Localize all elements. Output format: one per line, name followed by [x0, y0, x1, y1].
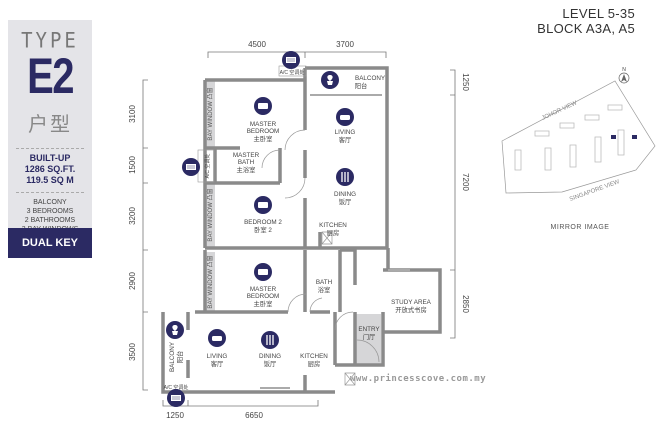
built-up-sqm: 119.5 SQ M	[26, 175, 74, 185]
ac-icon	[282, 51, 300, 69]
dim-right-2: 7200	[461, 173, 470, 191]
feature-item: BALCONY	[33, 199, 67, 206]
room-labels: BALCONY 阳台 MASTER BEDROOM 主卧室 MASTER BAT…	[169, 75, 432, 372]
sofa-icon	[336, 108, 354, 126]
room-label: 阳台	[175, 351, 184, 364]
room-label: DINING	[259, 353, 281, 360]
ac-icon	[167, 389, 185, 407]
dim-bottom-2: 6650	[245, 411, 263, 420]
ac-icon	[182, 158, 200, 176]
divider	[16, 148, 84, 149]
site-key-plan: N JOHOR VIEW SINGAPORE VIEW MIRROR IMAGE	[501, 67, 656, 231]
feature-item: 2 BATHROOMS	[24, 217, 76, 224]
bed-icon	[254, 196, 272, 214]
ac-ledge-label: A/C 空调处	[204, 154, 211, 179]
dim-top-2: 3700	[336, 40, 354, 49]
dim-bottom-1: 1250	[166, 411, 184, 420]
room-label: BEDROOM 2	[244, 219, 282, 226]
dim-left-1: 3100	[128, 105, 137, 123]
north-label: N	[622, 67, 626, 73]
room-label: LIVING	[335, 129, 356, 136]
room-label: 客厅	[339, 135, 352, 144]
room-label: ENTRY	[358, 326, 380, 333]
room-label: KITCHEN	[319, 222, 347, 229]
bed-icon	[254, 263, 272, 281]
sofa-icon	[208, 329, 226, 347]
johor-view-label: JOHOR VIEW	[541, 100, 578, 122]
room-label: LIVING	[207, 353, 228, 360]
room-label: MASTER	[233, 152, 260, 159]
room-label: 厨房	[308, 359, 321, 368]
dim-left-5: 3500	[128, 343, 137, 361]
room-label: DINING	[334, 191, 356, 198]
room-label: BATH	[238, 159, 255, 166]
bed-icon	[254, 97, 272, 115]
built-up-label: BUILT-UP	[29, 153, 71, 163]
type-label: TYPE	[21, 28, 79, 54]
bay-window-label: BAY WINDOW 凸窗	[206, 255, 214, 308]
singapore-view-label: SINGAPORE VIEW	[569, 179, 621, 203]
dim-right-1: 1250	[461, 73, 470, 91]
room-label: 客厅	[211, 359, 224, 368]
dimension-lines	[142, 51, 456, 407]
cutlery-icon	[261, 331, 279, 349]
room-label: 门厅	[363, 332, 376, 341]
mirror-image-label: MIRROR IMAGE	[551, 224, 610, 231]
dim-left-4: 2900	[128, 272, 137, 290]
north-arrow-icon	[618, 72, 630, 84]
divider	[16, 192, 84, 193]
dim-top-1: 4500	[248, 40, 266, 49]
feature-item: 3 BEDROOMS	[26, 208, 74, 215]
windows	[260, 94, 410, 389]
unit-location-marker	[611, 135, 616, 139]
room-label: 卧室 2	[254, 225, 272, 234]
ac-ledge-label: A/C 空调处	[280, 69, 305, 76]
room-label: 饭厅	[339, 197, 352, 206]
room-label: KITCHEN	[300, 353, 328, 360]
dimension-labels: 4500 3700 1250 7200 2850 3100 1500 3200 …	[128, 40, 470, 420]
cutlery-icon	[336, 168, 354, 186]
plant-icon	[166, 321, 184, 339]
type-code: E2	[27, 48, 74, 104]
plant-icon	[321, 71, 339, 89]
built-up-info: BUILT-UP 1286 SQ.FT. 119.5 SQ M	[8, 153, 92, 186]
room-label: BEDROOM	[247, 128, 280, 135]
room-label: BEDROOM	[247, 293, 280, 300]
room-label: BATH	[316, 279, 333, 286]
room-label: 主浴室	[237, 165, 256, 174]
bay-windows	[205, 80, 381, 364]
unit-type-panel: TYPE E2 户型 BUILT-UP 1286 SQ.FT. 119.5 SQ…	[8, 20, 92, 258]
level-block-header: LEVEL 5-35 BLOCK A3A, A5	[537, 6, 635, 36]
dual-key-badge: DUAL KEY	[8, 228, 92, 258]
room-label: 饭厅	[264, 359, 277, 368]
room-label: 浴室	[318, 285, 331, 294]
room-label: 阳台	[355, 81, 368, 90]
room-label: 开放式书房	[395, 305, 426, 314]
room-label: BALCONY	[169, 341, 176, 372]
built-up-sqft: 1286 SQ.FT.	[24, 164, 76, 174]
website-watermark: www.princesscove.com.my	[350, 374, 487, 384]
doors	[261, 129, 380, 386]
dim-left-2: 1500	[128, 156, 137, 174]
block-text: BLOCK A3A, A5	[537, 21, 635, 36]
dim-left-3: 3200	[128, 207, 137, 225]
unit-location-marker	[632, 135, 637, 139]
room-label: MASTER	[250, 121, 277, 128]
dim-right-3: 2850	[461, 295, 470, 313]
room-label: 主卧室	[254, 134, 273, 143]
ac-ledge-label: A/C 空调处	[164, 384, 189, 391]
room-label: 厨房	[327, 228, 340, 237]
bay-window-label: BAY WINDOW 凸窗	[206, 188, 214, 241]
level-text: LEVEL 5-35	[562, 6, 635, 21]
walls	[161, 66, 442, 394]
room-label: STUDY AREA	[391, 299, 432, 306]
type-chinese: 户型	[28, 114, 72, 136]
room-label: 主卧室	[254, 299, 273, 308]
room-label: MASTER	[250, 286, 277, 293]
building-blocks	[514, 104, 625, 171]
bay-window-label: BAY WINDOW 凸窗	[206, 87, 214, 140]
room-label: BALCONY	[355, 75, 386, 82]
